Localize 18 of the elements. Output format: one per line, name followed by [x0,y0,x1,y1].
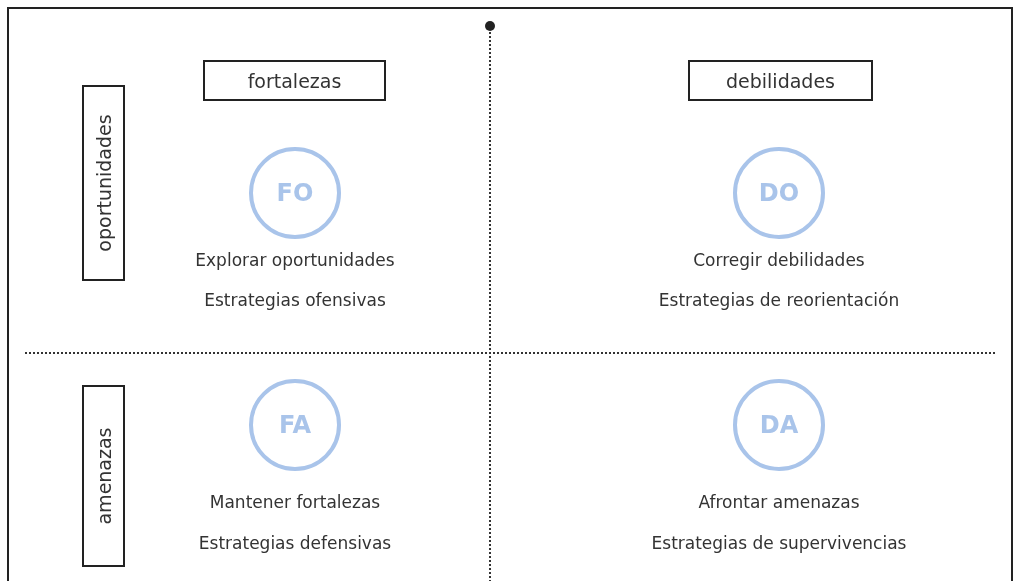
label-box [82,385,125,567]
strategy-caption: Estrategias de supervivencias [650,533,908,553]
label-box [82,85,125,281]
strategy-caption: Mantener fortalezas [208,492,382,512]
label-box: debilidades [688,60,873,101]
strategy-caption: Afrontar amenazas [697,492,861,512]
strategy-caption: Explorar oportunidades [194,250,396,270]
strategy-circle: FA [249,379,341,471]
strategy-circle: DA [733,379,825,471]
strategy-caption: Estrategias ofensivas [203,290,387,310]
strategy-caption: Estrategias defensivas [197,533,393,553]
label-box: fortalezas [203,60,386,101]
strategy-caption: Corregir debilidades [692,250,866,270]
strategy-circle: DO [733,147,825,239]
axis-label: oportunidades [92,114,115,252]
strategy-circle: FO [249,147,341,239]
strategy-caption: Estrategias de reorientación [657,290,901,310]
axis-label: amenazas [92,427,115,525]
